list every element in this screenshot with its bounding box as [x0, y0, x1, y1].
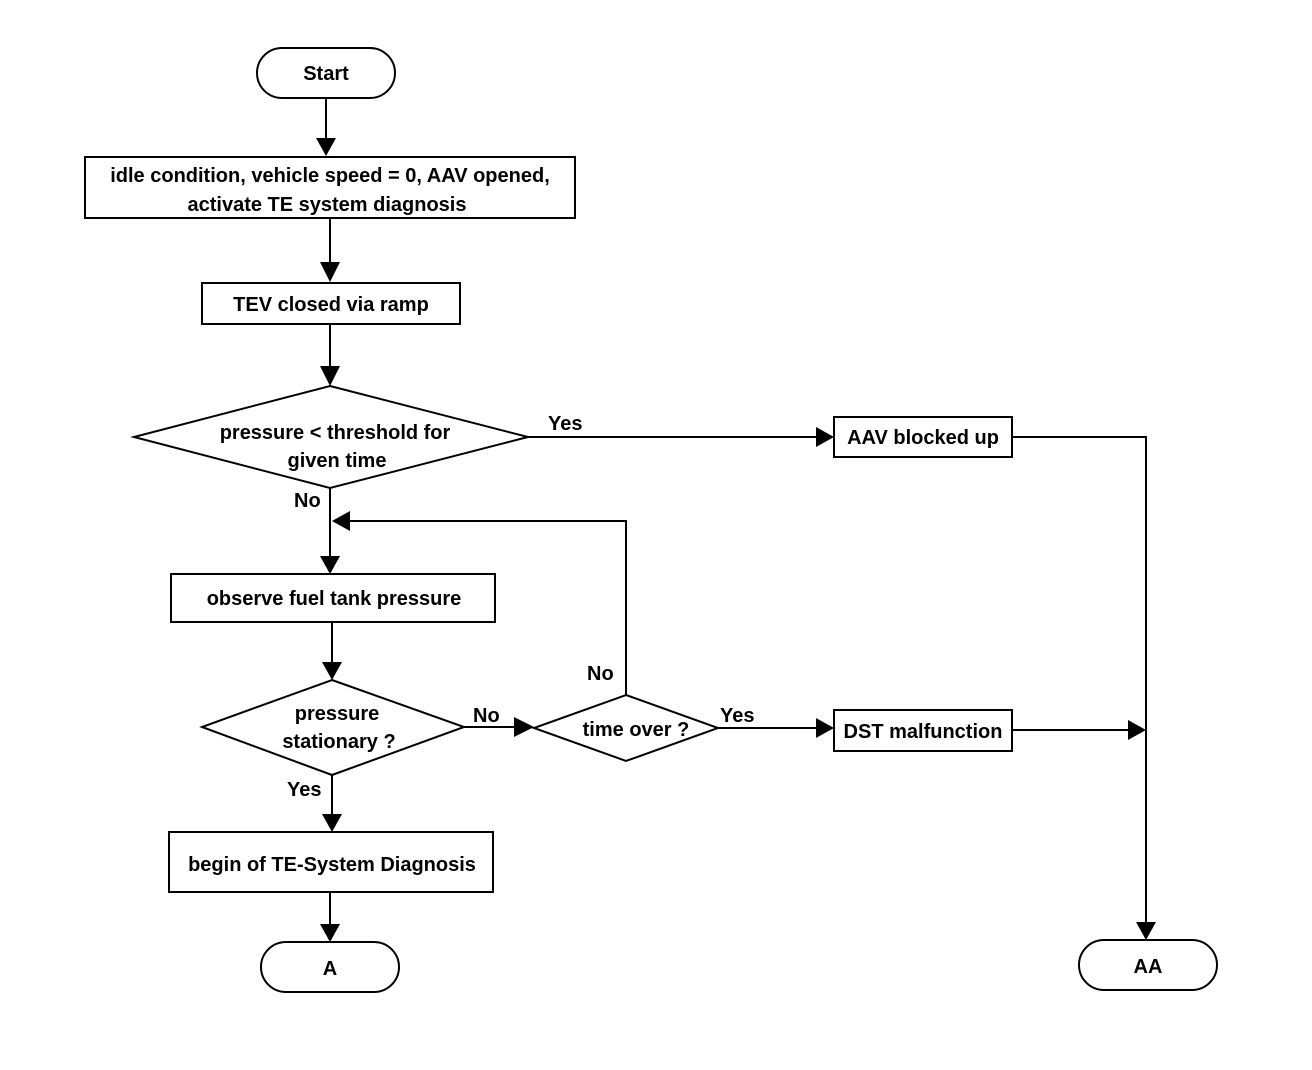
- arrowhead-threshold: [320, 366, 340, 386]
- arrowhead-terminal-a: [320, 924, 340, 942]
- arrowhead-observe: [320, 556, 340, 574]
- pressure-threshold-label-line1: pressure < threshold for: [220, 422, 451, 444]
- aav-blocked-box: AAV blocked up: [833, 416, 1013, 458]
- time-over-label: time over ?: [583, 719, 690, 741]
- edge-aav-to-aa: [1012, 436, 1147, 924]
- time-over-decision: time over ?: [531, 693, 721, 763]
- arrowhead-begin: [322, 814, 342, 832]
- terminal-a: A: [260, 941, 400, 993]
- pressure-threshold-label-line2: given time: [288, 450, 387, 472]
- terminal-a-label: A: [323, 958, 337, 980]
- observe-pressure-label: observe fuel tank pressure: [207, 588, 462, 610]
- tev-closed-label: TEV closed via ramp: [233, 294, 429, 316]
- arrowhead-loop-return: [332, 511, 350, 531]
- begin-diagnosis-box: begin of TE-System Diagnosis: [168, 831, 494, 893]
- arrowhead-tev: [320, 262, 340, 282]
- pressure-threshold-decision: pressure < threshold for given time: [130, 384, 529, 490]
- arrowhead-time-over: [514, 717, 534, 737]
- edge-time-over-no-loop: [348, 520, 627, 695]
- arrowhead-terminal-aa: [1136, 922, 1156, 940]
- stationary-yes-label: Yes: [287, 779, 321, 801]
- aav-blocked-label: AAV blocked up: [847, 427, 999, 449]
- arrowhead-stationary: [322, 662, 342, 680]
- start-label: Start: [303, 63, 349, 85]
- begin-diagnosis-label: begin of TE-System Diagnosis: [188, 854, 476, 876]
- observe-pressure-box: observe fuel tank pressure: [170, 573, 496, 623]
- arrowhead-dst-to-aa: [1128, 720, 1146, 740]
- start-terminal: Start: [256, 47, 396, 99]
- idle-condition-label-line2: activate TE system diagnosis: [187, 194, 466, 216]
- threshold-no-label: No: [294, 490, 321, 512]
- pressure-stationary-label-line2: stationary ?: [282, 731, 395, 753]
- dst-malfunction-box: DST malfunction: [833, 709, 1013, 752]
- idle-condition-label-line1: idle condition, vehicle speed = 0, AAV o…: [110, 165, 550, 187]
- terminal-aa-label: AA: [1134, 956, 1163, 978]
- pressure-stationary-label-line1: pressure: [295, 703, 380, 725]
- dst-malfunction-label: DST malfunction: [844, 721, 1003, 743]
- time-over-yes-label: Yes: [720, 705, 754, 727]
- stationary-no-label: No: [473, 705, 500, 727]
- arrowhead-dst: [816, 718, 834, 738]
- terminal-aa: AA: [1078, 939, 1218, 991]
- arrowhead-aav: [816, 427, 834, 447]
- arrowhead-idle: [316, 138, 336, 156]
- pressure-stationary-decision: pressure stationary ?: [199, 678, 467, 777]
- time-over-no-label: No: [587, 663, 614, 685]
- tev-closed-box: TEV closed via ramp: [201, 282, 461, 325]
- idle-condition-box: idle condition, vehicle speed = 0, AAV o…: [84, 156, 576, 219]
- threshold-yes-label: Yes: [548, 413, 582, 435]
